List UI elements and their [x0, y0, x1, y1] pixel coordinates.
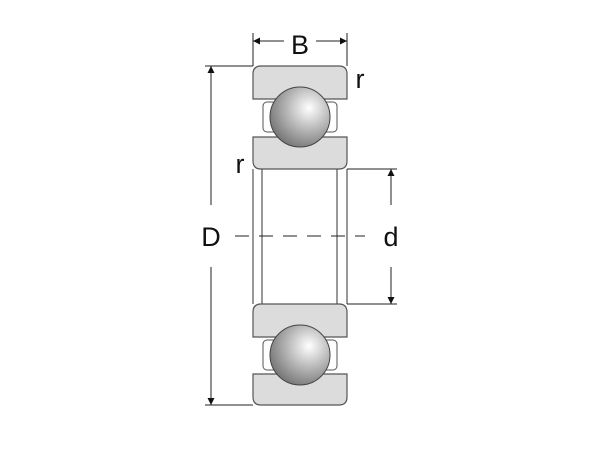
dimension-D: D — [201, 65, 253, 406]
label-r-top: r — [356, 64, 365, 94]
label-d: d — [383, 222, 398, 252]
dimension-d: d — [347, 168, 399, 305]
inner-ring-top — [252, 136, 348, 170]
label-r-inner: r — [236, 149, 245, 179]
dimension-B: B — [252, 30, 348, 66]
top-section — [252, 65, 348, 170]
ball-top — [269, 86, 331, 148]
ball-bottom — [269, 324, 331, 386]
label-D: D — [201, 222, 221, 252]
outer-ring-top — [252, 65, 348, 100]
outer-ring-bottom — [252, 373, 348, 406]
inner-ring-bottom — [252, 303, 348, 338]
label-B: B — [291, 30, 309, 60]
bottom-section — [252, 303, 348, 406]
